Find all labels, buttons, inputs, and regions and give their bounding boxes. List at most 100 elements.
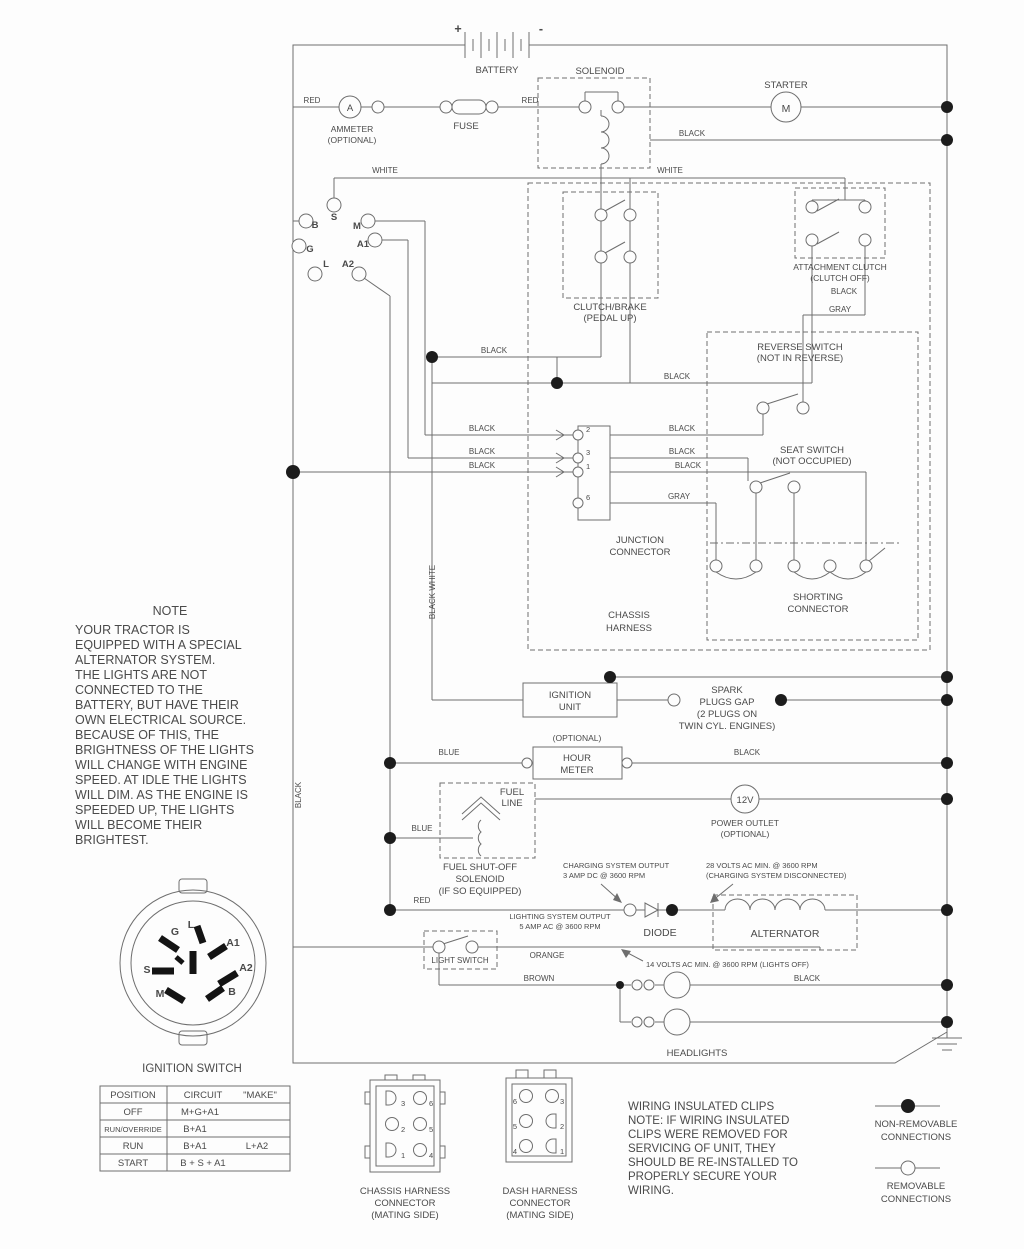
alternator-coil [724,898,826,911]
note-line: BECAUSE OF THIS, THE [75,728,219,742]
dash-connector-label-3: (MATING SIDE) [506,1210,573,1221]
seat-2: (NOT OCCUPIED) [773,456,852,467]
wire-label-black-11: BLACK [734,748,761,757]
solder-dot [941,1016,953,1028]
dash-connector-outline [505,1077,573,1163]
note-title: NOTE [153,604,188,618]
connector-tab [439,1145,446,1159]
labels-middle: CLUTCH/BRAKE (PEDAL UP) ATTACHMENT CLUTC… [294,262,887,808]
wire-label-blue-1: BLUE [439,748,460,757]
ignition-unit-box [522,682,618,718]
labels-lower: IGNITION UNIT SPARK PLUGS GAP (2 PLUGS O… [412,685,847,1059]
chassis-pin: 2 [401,1125,405,1134]
connector-tab [364,1145,371,1159]
reverse-contact [796,401,810,415]
charging-wires [390,903,947,917]
fuse-label: FUSE [453,121,478,132]
dash-connector-inner [511,1083,567,1157]
battery-negative-trunk [529,44,948,1038]
charging-spec-2: (CHARGING SYSTEM DISCONNECTED) [706,871,847,880]
power-outlet-1: POWER OUTLET [711,818,779,828]
shorting-pin [709,559,723,573]
fuel-line-symbol [461,796,501,821]
wire-label-gray-2: GRAY [668,492,691,501]
chassis-harness-connector: 3 6 2 5 1 4 CHASSIS HARNESS CONNECTOR (M… [360,1074,450,1221]
junction-label-1: JUNCTION [616,535,664,546]
solenoid-coil [600,115,610,165]
dash-pin: 5 [513,1122,517,1131]
chassis-pin: 3 [401,1099,405,1108]
attachment-contact [858,200,872,214]
reverse-switch-arm [766,393,799,405]
safety-switch-box [706,331,919,641]
attachment-2: (CLUTCH OFF) [810,273,870,283]
dash-pin: 6 [513,1097,517,1106]
clips-line: SERVICING OF UNIT, THEY [628,1143,776,1155]
headlight-connector [643,1016,655,1028]
shorting-pin [859,559,873,573]
lighting-output-2: 5 AMP AC @ 3600 RPM [519,922,600,931]
lighting-spec: 14 VOLTS AC MIN. @ 3600 RPM (LIGHTS OFF) [646,960,809,969]
starter-symbol [770,91,802,123]
note-line: OWN ELECTRICAL SOURCE. [75,713,246,727]
legend-nonremovable-2: CONNECTIONS [881,1132,951,1143]
note-line: YOUR TRACTOR IS [75,623,190,637]
key-term-m: M [156,988,165,1000]
chassis-harness-box [527,182,931,651]
d-pin [545,1138,557,1154]
note-line: BRIGHTNESS OF THE LIGHTS [75,743,254,757]
starter-m: M [782,103,791,115]
solder-dot [286,465,300,479]
d-pin [545,1113,557,1129]
clips-line: WIRING. [628,1185,674,1197]
clutch-brake-1: CLUTCH/BRAKE [573,302,646,313]
chassis-connector-outline [369,1079,441,1173]
legend-removable-2: CONNECTIONS [881,1194,951,1205]
shorting-1: SHORTING [793,592,843,603]
connector-circle [371,100,385,114]
ammeter-label: AMMETER [331,124,374,134]
attachment-clutch-arms [816,198,840,245]
ammeter-symbol [338,95,362,119]
clutch-contact [623,208,637,222]
connector-tab [384,1074,398,1081]
key-term-l: L [188,919,195,931]
junction-pin [572,466,584,478]
chassis-harness-2: HARNESS [606,623,652,634]
black-return-wires [431,356,812,701]
junction-pin [572,452,584,464]
round-pin [385,1117,399,1131]
connector-tab [543,1069,557,1079]
terminal-g [291,238,307,254]
junction-pin-3: 3 [586,448,590,457]
charging-spec-1: 28 VOLTS AC MIN. @ 3600 RPM [706,861,818,870]
solenoid-contact [611,100,625,114]
clips-line: SHOULD BE RE-INSTALLED TO [628,1157,798,1169]
term-m: M [353,221,361,232]
arrowhead-2 [710,893,719,903]
switch-contact-slots [152,924,239,1004]
ignition-switch-diagram: G L A1 S A2 M B IGNITION SWITCH [119,878,267,1075]
seat-contact [787,480,801,494]
switch-inner-ring [130,900,256,1026]
fuel-shutoff-2: SOLENOID [455,874,504,885]
hour-meter-1: HOUR [563,753,591,764]
legend-solid-dot [901,1099,915,1113]
terminal-b [298,213,314,229]
arrowhead-3 [621,949,631,958]
attachment-clutch-box [794,187,886,259]
chassis-harness-1: CHASSIS [608,610,650,621]
note-line: SPEED. AT IDLE THE LIGHTS [75,773,247,787]
ignition-unit-1: IGNITION [549,690,591,701]
connector-tab [515,1069,529,1079]
seat-1: SEAT SWITCH [780,445,844,456]
wire-label-brown: BROWN [524,974,555,983]
shorting-connector-links [715,547,886,580]
term-a1: A1 [357,239,370,250]
battery-plus: + [454,22,461,36]
table-grid [100,1086,290,1171]
solder-dot [775,694,787,706]
wire-label-black-6: BLACK [469,447,496,456]
